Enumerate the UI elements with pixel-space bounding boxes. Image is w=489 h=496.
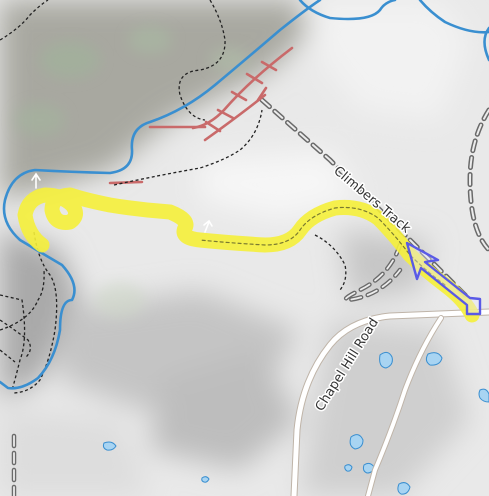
route-start-marker-icon[interactable] [405,241,482,316]
route-direction-arrow-icon [31,172,213,233]
cliff-lines [108,46,294,185]
water-boundary-line [0,0,489,390]
water-bodies [102,351,489,495]
dashed-tracks [11,97,489,496]
dotted-paths [0,0,347,394]
highlighted-route [17,187,480,323]
roads [290,308,489,496]
